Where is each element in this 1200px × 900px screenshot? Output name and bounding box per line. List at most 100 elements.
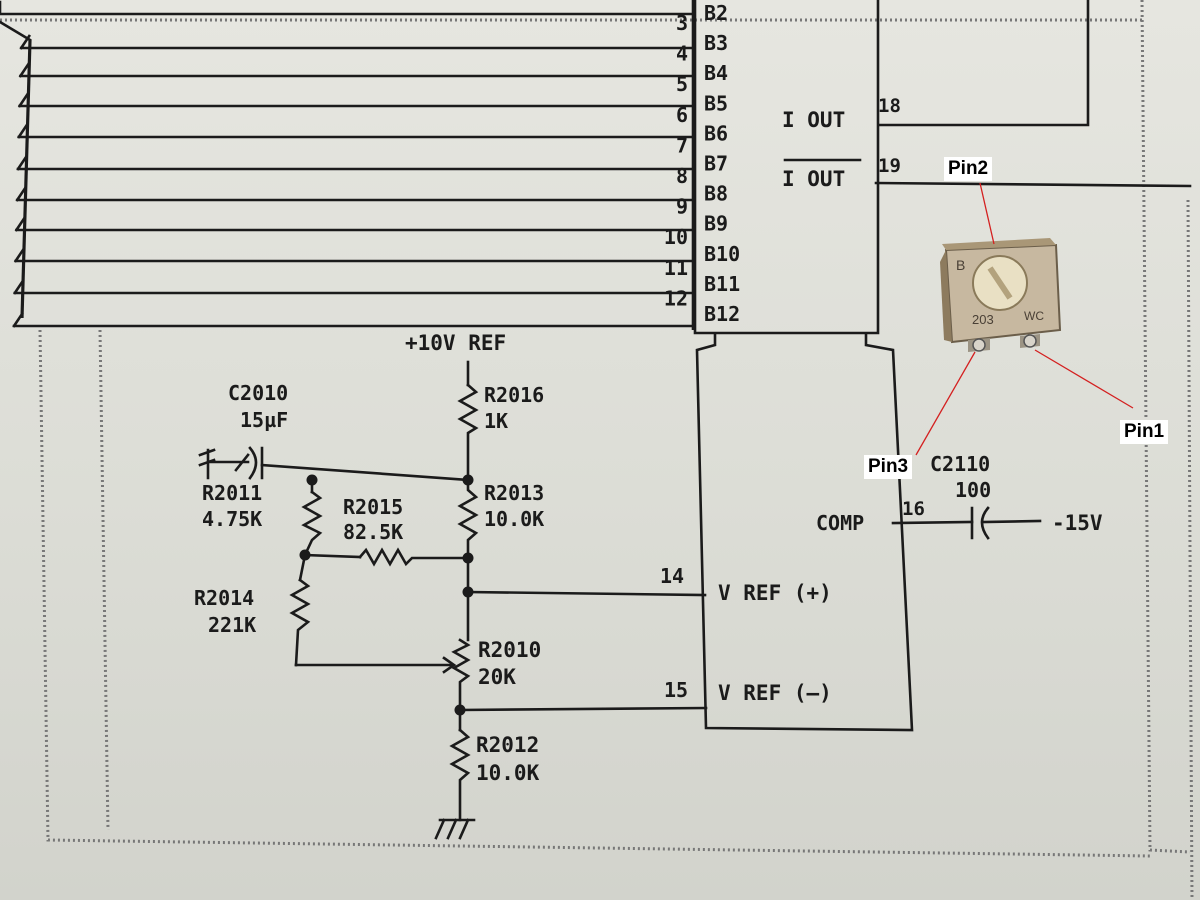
junction-dot <box>306 474 318 486</box>
r2015-value: 82.5K <box>343 520 403 544</box>
bus-line <box>17 92 695 108</box>
junction-dot <box>299 549 311 561</box>
r2012-symbol <box>449 728 471 822</box>
c2110-value: 100 <box>955 478 991 502</box>
trimmer-potentiometer-photo: 203 WC B <box>940 238 1062 352</box>
bit-label: B3 <box>704 31 728 55</box>
iout-bar-label: I OUT <box>782 167 845 191</box>
pot-marking: 203 <box>972 312 994 327</box>
pin-number: 5 <box>676 72 688 96</box>
r2015-symbol <box>358 547 470 567</box>
c2010-name: C2010 <box>228 381 288 405</box>
vref-plus-pin: 14 <box>660 564 684 588</box>
vref-plus-wire <box>466 590 707 597</box>
junction-dot <box>462 586 474 598</box>
bus-line <box>16 155 695 171</box>
pin2-callout-line <box>979 182 995 245</box>
bus-line <box>16 123 695 139</box>
c2010-ground <box>198 448 216 480</box>
r2010-symbol <box>451 638 471 712</box>
c2110-name: C2110 <box>930 452 990 476</box>
pin-number: 9 <box>676 195 688 219</box>
bus-line <box>18 62 695 78</box>
r2013-value: 10.0K <box>484 507 544 531</box>
r2011-value: 4.75K <box>202 507 262 531</box>
bus-line <box>12 312 695 328</box>
pin-number: 3 <box>676 11 688 35</box>
bit-label: B4 <box>704 61 728 85</box>
c2010-symbol <box>248 446 258 480</box>
junction-dot <box>454 704 466 716</box>
pin1-callout: Pin1 <box>1120 420 1169 444</box>
pot-marking-2: WC <box>1024 309 1044 323</box>
bus-line <box>14 216 695 232</box>
c2010-value: 15µF <box>240 408 288 432</box>
pin2-callout: Pin2 <box>944 157 993 181</box>
r2010-name: R2010 <box>478 638 541 662</box>
ground-symbol <box>434 818 476 840</box>
pin-number: 7 <box>676 133 688 157</box>
r2015-name: R2015 <box>343 495 403 519</box>
bit-label: B11 <box>704 272 740 296</box>
vref-minus-wire <box>458 706 708 712</box>
ref-rail-label: +10V REF <box>405 331 506 355</box>
pin-number: 4 <box>676 42 688 66</box>
pin-number-column: 3 4 5 6 7 8 9 10 11 12 <box>664 11 688 310</box>
pin-number: 6 <box>676 103 688 127</box>
junction-dot <box>462 552 474 564</box>
bit-label: B2 <box>704 1 728 25</box>
bus-line <box>13 247 695 263</box>
bit-label: B12 <box>704 302 740 326</box>
pin3-callout: Pin3 <box>864 455 913 479</box>
iout-label: I OUT <box>782 108 845 132</box>
bus-line <box>19 34 695 50</box>
dac-lower-block <box>695 333 914 732</box>
vref-minus-pin: 15 <box>664 678 688 702</box>
vref-plus-label: V REF (+) <box>718 581 832 605</box>
bit-label: B7 <box>704 152 728 176</box>
r2012-value: 10.0K <box>476 761 540 785</box>
r2014-symbol <box>289 578 311 667</box>
r2014-value: 221K <box>208 613 256 637</box>
r2016-value: 1K <box>484 409 508 433</box>
comp-label: COMP <box>816 511 864 535</box>
bus-line <box>15 186 695 202</box>
bus-lines <box>0 0 695 328</box>
r2011-symbol <box>301 490 323 557</box>
pin3-callout-line <box>915 351 976 456</box>
pin-number: 8 <box>676 164 688 188</box>
bit-label: B5 <box>704 91 728 115</box>
dac-chip-body <box>693 0 880 335</box>
pin-number: 10 <box>664 225 688 249</box>
r2016-symbol <box>457 383 479 482</box>
neg-supply-label: -15V <box>1052 511 1103 535</box>
r2013-name: R2013 <box>484 481 544 505</box>
r2010-value: 20K <box>478 665 516 689</box>
sheet-border <box>1140 0 1191 854</box>
vref-minus-label: V REF (–) <box>718 681 832 705</box>
pin-number: 11 <box>664 256 688 280</box>
r2016-name: R2016 <box>484 383 544 407</box>
upper-block <box>878 0 1090 127</box>
comp-wire <box>891 520 974 525</box>
pot-marking-3: B <box>956 257 965 273</box>
bus-line <box>0 0 695 16</box>
comp-pin: 16 <box>902 498 925 520</box>
bit-label: B9 <box>704 212 728 236</box>
bit-label: B6 <box>704 121 728 145</box>
iout-bar-pin: 19 <box>878 155 901 177</box>
r2013-symbol <box>457 478 479 557</box>
bit-label: B8 <box>704 182 728 206</box>
pin1-callout-line <box>1034 349 1134 409</box>
bit-label: B10 <box>704 242 740 266</box>
data-bus <box>20 39 32 319</box>
c2110-symbol <box>970 506 1042 540</box>
r2011-name: R2011 <box>202 481 262 505</box>
junction-dot <box>462 474 474 486</box>
r2014-name: R2014 <box>194 586 254 610</box>
pin-number: 12 <box>664 286 688 310</box>
iout-pin: 18 <box>878 95 901 117</box>
